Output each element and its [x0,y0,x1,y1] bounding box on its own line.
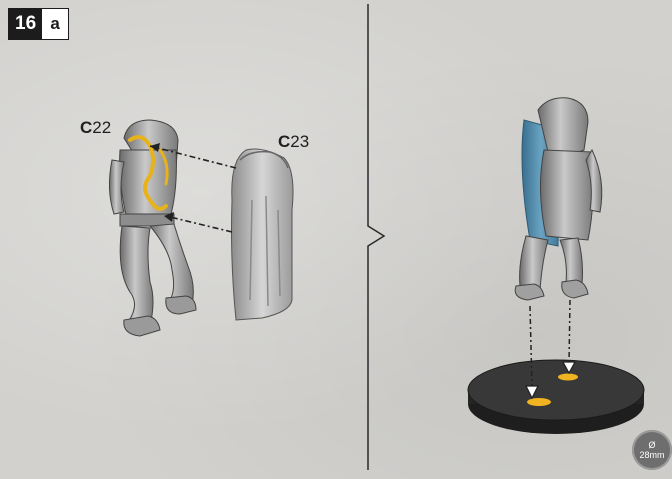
panel-divider [368,4,384,470]
figure-c22 [109,120,196,336]
part-label-c22: C22 [80,118,111,138]
base-size-badge: Ø 28mm [632,430,672,470]
assembled-figure [515,98,602,300]
base-size-text: 28mm [639,450,664,460]
diameter-symbol: Ø [648,440,655,450]
round-base [468,360,644,434]
cloak-c23 [232,149,294,320]
part-label-c23: C23 [278,132,309,152]
